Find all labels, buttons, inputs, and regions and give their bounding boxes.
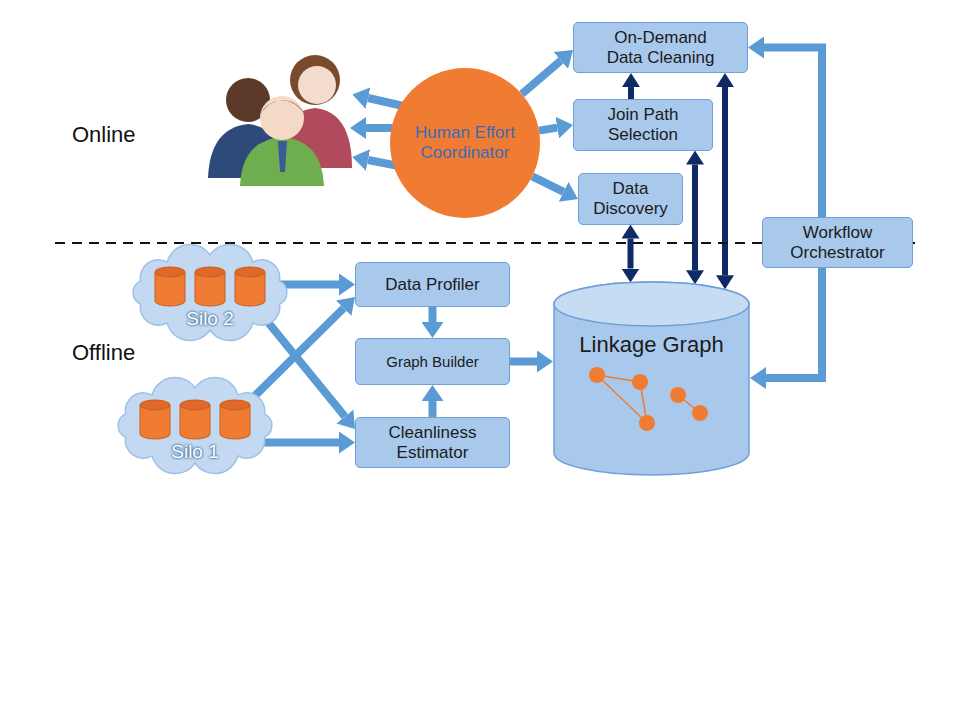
cylinder-body xyxy=(554,282,749,475)
node-text: Human Effort Coordinator xyxy=(410,123,520,162)
process-box: Join Path Selection xyxy=(573,99,713,150)
flow-arrow xyxy=(260,313,345,417)
cloud-outline xyxy=(133,244,287,340)
process-box: Data Discovery xyxy=(578,173,683,224)
process-box: Graph Builder xyxy=(355,338,510,385)
database-icon-top xyxy=(180,400,210,410)
graph-vertex xyxy=(632,374,648,390)
storage-cylinder: Linkage Graph xyxy=(553,282,750,475)
graph-vertex xyxy=(589,367,605,383)
database-icons xyxy=(140,400,250,439)
database-icon-top xyxy=(155,267,185,277)
database-icon-top xyxy=(235,267,265,277)
database-icons xyxy=(155,267,265,306)
node-text: Cleanliness Estimator xyxy=(373,423,493,462)
flow-arrow xyxy=(255,439,339,447)
flow-arrow xyxy=(510,358,537,366)
process-box: Workflow Orchestrator xyxy=(762,217,913,268)
flow-arrow xyxy=(429,401,437,417)
person-head xyxy=(260,96,304,140)
flow-arrow xyxy=(692,165,698,271)
flow-arrow xyxy=(628,87,634,99)
flow-arrow xyxy=(522,60,561,94)
person-body xyxy=(240,137,324,186)
node-text: Workflow Orchestrator xyxy=(775,223,900,262)
users-illustration xyxy=(208,55,352,186)
person-tie xyxy=(278,141,287,172)
person-hair xyxy=(290,55,340,105)
graph-illustration xyxy=(589,367,708,431)
cloud-outline xyxy=(100,368,290,483)
graph-vertex xyxy=(639,415,655,431)
graph-vertex xyxy=(692,405,708,421)
database-icon-top xyxy=(140,400,170,410)
flow-arrow xyxy=(628,239,634,269)
process-box: On-Demand Data Cleaning xyxy=(573,22,748,73)
data-silo-cloud: Silo 2 xyxy=(115,235,305,350)
flow-arrow xyxy=(764,48,822,217)
cylinder-outline xyxy=(553,282,750,475)
process-box: Data Profiler xyxy=(355,262,510,307)
flow-arrow xyxy=(429,307,437,322)
person-head xyxy=(298,66,336,104)
node-text: Silo 1 xyxy=(171,441,219,463)
node-text: On-Demand Data Cleaning xyxy=(601,28,721,67)
node-text: Graph Builder xyxy=(386,353,479,370)
graph-vertex xyxy=(670,387,686,403)
process-box: Cleanliness Estimator xyxy=(355,417,510,468)
node-text: Data Profiler xyxy=(385,275,479,295)
section-label: Offline xyxy=(72,340,135,366)
flow-arrow xyxy=(722,87,728,275)
person-hair xyxy=(260,100,305,114)
section-label: Online xyxy=(72,122,136,148)
cloud-outline xyxy=(115,235,305,350)
flow-arrow xyxy=(766,268,822,378)
database-icon-top xyxy=(220,400,250,410)
node-text: Join Path Selection xyxy=(588,105,698,144)
node-text: Silo 2 xyxy=(186,308,234,330)
flow-arrow xyxy=(532,176,563,192)
flow-arrow xyxy=(539,128,557,131)
cylinder-top xyxy=(554,282,749,326)
node-text: Data Discovery xyxy=(587,179,674,218)
graph-link xyxy=(597,375,647,423)
coordinator-circle: Human Effort Coordinator xyxy=(390,68,540,218)
cloud-outline xyxy=(118,377,272,473)
data-silo-cloud: Silo 1 xyxy=(100,368,290,483)
node-text: Linkage Graph xyxy=(579,332,723,357)
database-icon-top xyxy=(195,267,225,277)
